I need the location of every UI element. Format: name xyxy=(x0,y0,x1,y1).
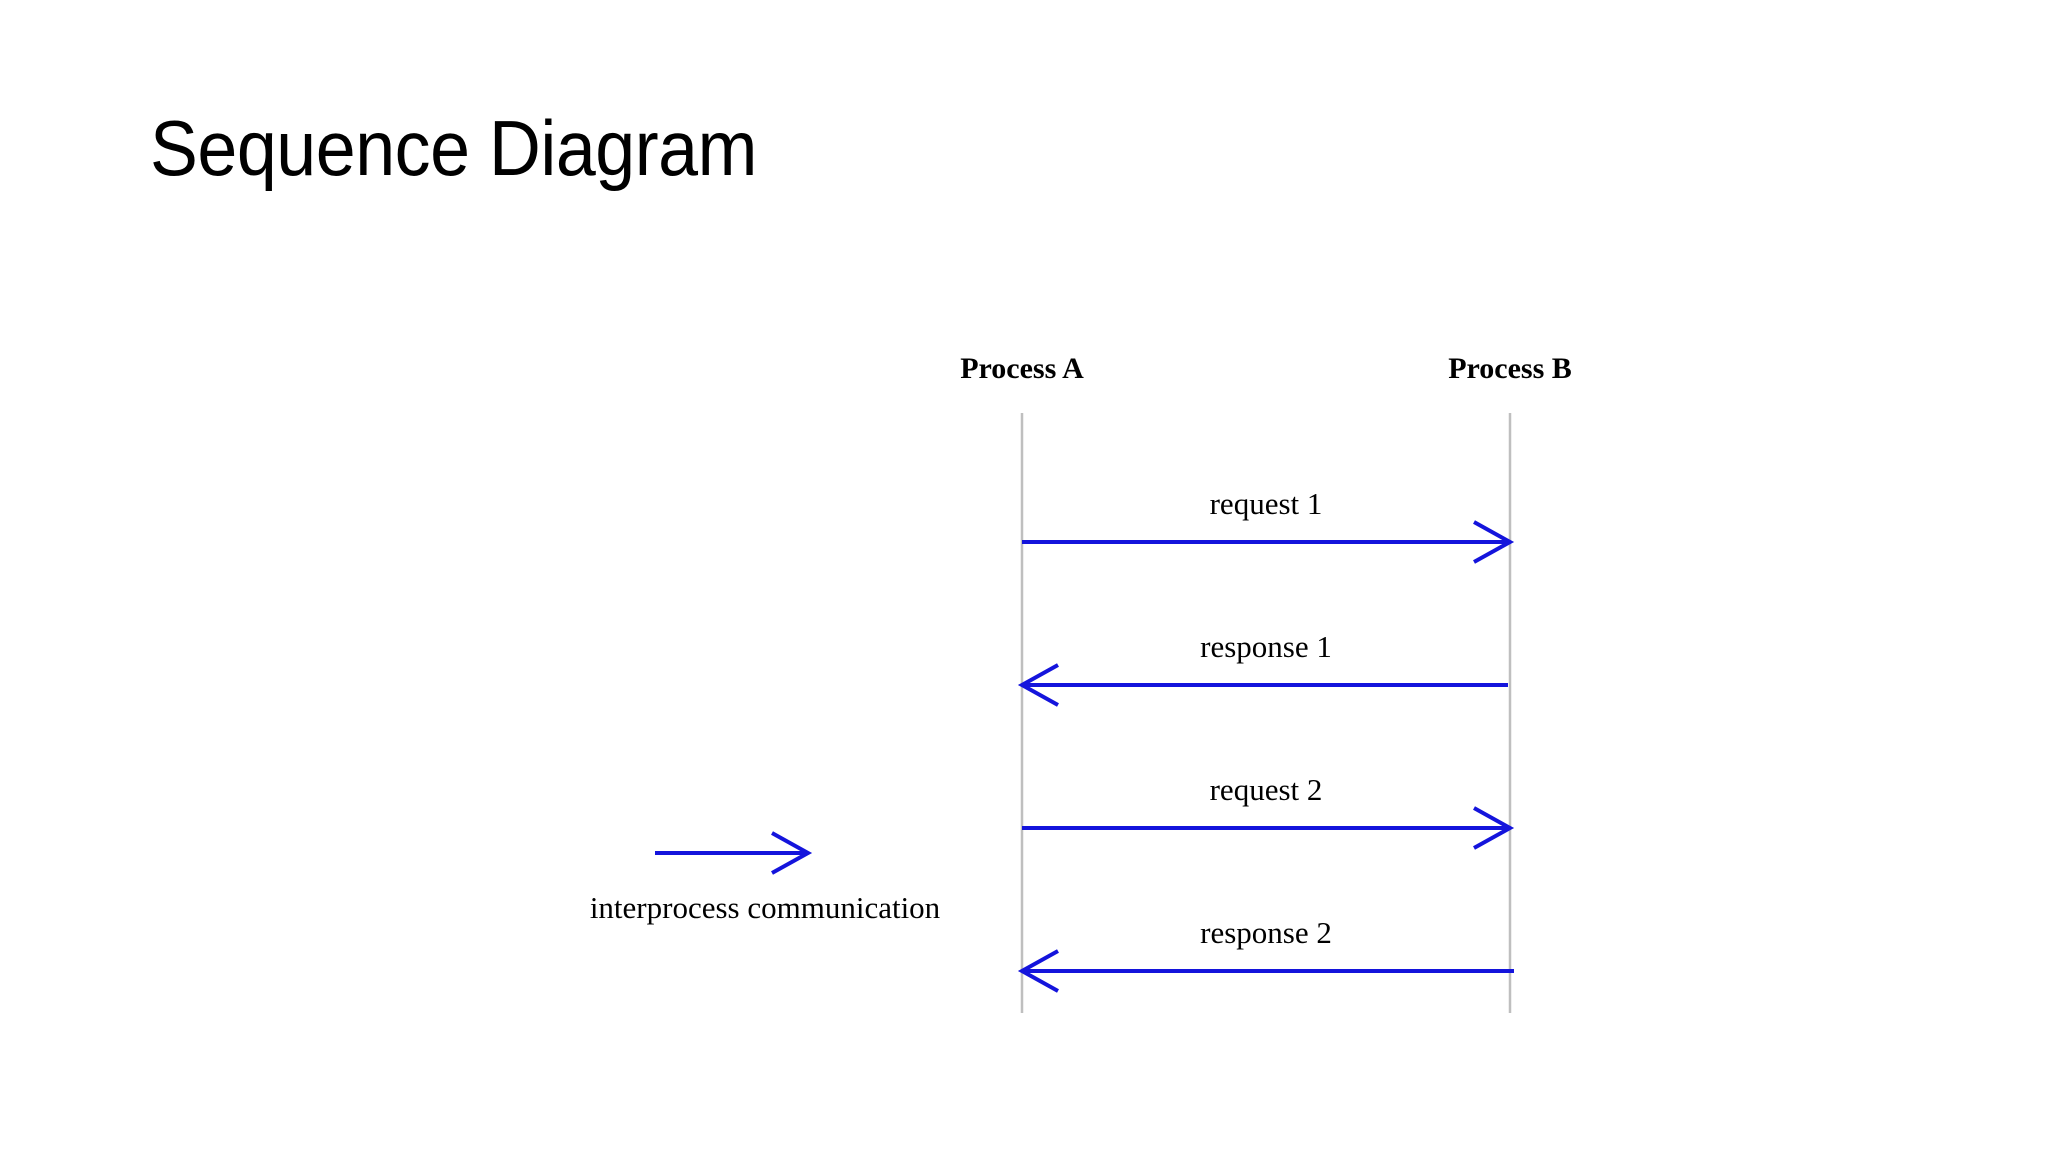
lifelines xyxy=(1020,413,1512,1013)
message-label-response-1: response 1 xyxy=(1200,629,1332,664)
message-arrow-request-1 xyxy=(1022,520,1515,564)
legend-arrow xyxy=(655,831,813,875)
message-arrow-response-1 xyxy=(1017,663,1508,707)
legend-label-interprocess-communication: interprocess communication xyxy=(589,890,941,925)
message-label-request-2: request 2 xyxy=(1209,772,1323,807)
page-title: Sequence Diagram xyxy=(150,104,757,192)
message-arrows xyxy=(1017,520,1515,993)
message-arrow-response-2 xyxy=(1017,949,1514,993)
participant-label-process-b: Process B xyxy=(1448,352,1572,385)
participant-label-process-a: Process A xyxy=(960,352,1084,385)
message-arrow-request-2 xyxy=(1022,806,1515,850)
message-label-response-2: response 2 xyxy=(1200,915,1332,950)
message-label-request-1: request 1 xyxy=(1209,486,1323,521)
